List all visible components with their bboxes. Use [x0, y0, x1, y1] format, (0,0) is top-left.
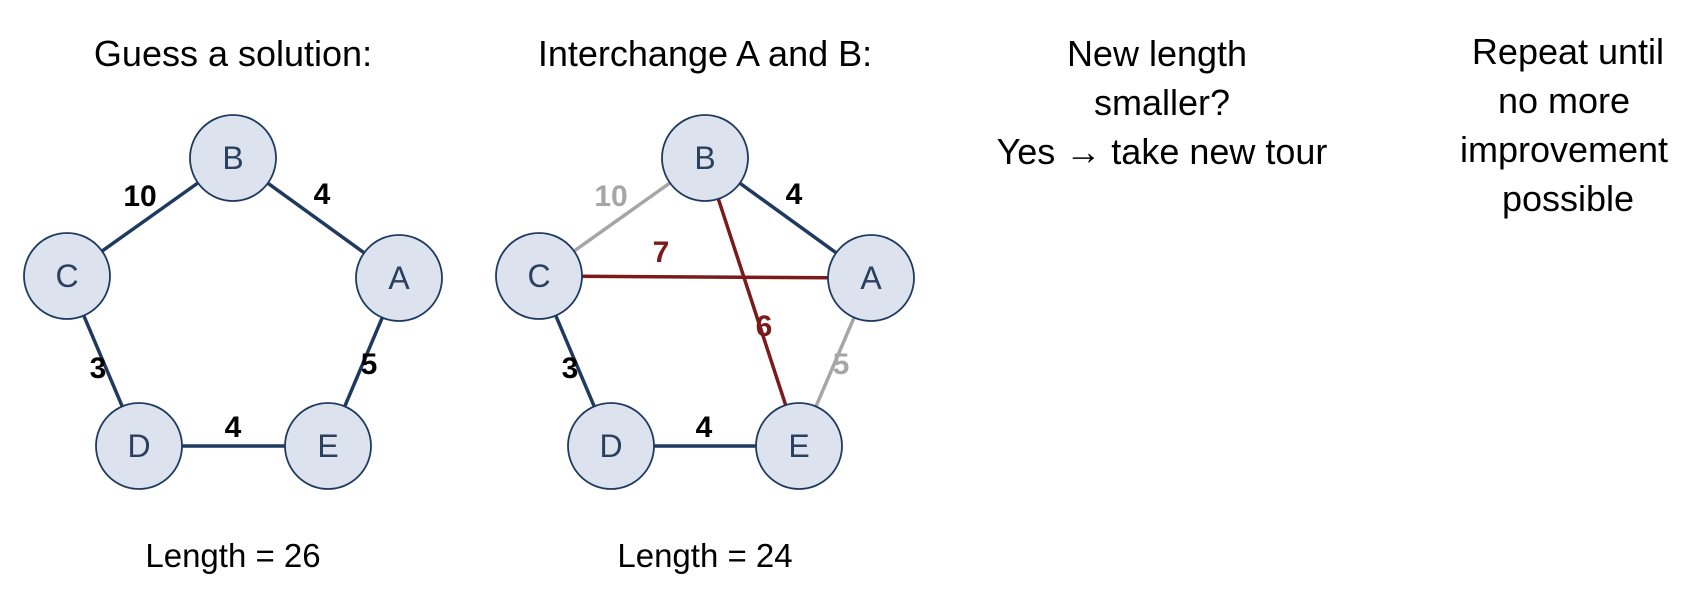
step-compare-line1: New length — [1067, 33, 1247, 74]
panel-interchange-nodes: B C A D E — [495, 114, 915, 490]
node-c: C — [495, 232, 583, 320]
node-circle-d — [567, 402, 655, 490]
edge-weight-a-e: 5 — [833, 348, 850, 381]
node-b: B — [661, 114, 749, 202]
node-circle-e — [755, 402, 843, 490]
edge-weight-c-b: 10 — [594, 180, 627, 213]
step-compare-line2: smaller? — [1094, 82, 1230, 123]
panel-guess-weights: 10 4 3 5 4 — [90, 178, 378, 444]
node-label-e: E — [788, 428, 809, 464]
node-e: E — [755, 402, 843, 490]
edge-weight-c-b: 10 — [123, 180, 156, 213]
node-label-c: C — [527, 258, 550, 294]
node-circle-b — [189, 114, 277, 202]
panel-guess: Guess a solution: 10 4 3 5 4 B C A D E Length = … — [23, 33, 443, 574]
edge-weight-d-e: 4 — [225, 411, 242, 444]
node-circle-a — [355, 234, 443, 322]
panel-interchange: Interchange A and B: 10 4 3 5 4 7 6 B C A D E Leng… — [495, 33, 915, 574]
step-repeat-line2: no more — [1498, 80, 1630, 121]
node-label-b: B — [222, 140, 243, 176]
node-label-c: C — [55, 258, 78, 294]
edge-weight-b-e: 6 — [756, 310, 773, 343]
node-d: D — [95, 402, 183, 490]
edge-c-a — [538, 274, 872, 280]
node-e: E — [284, 402, 372, 490]
edge-weight-c-d: 3 — [562, 352, 579, 385]
panel-guess-nodes: B C A D E — [23, 114, 443, 490]
node-a: A — [827, 234, 915, 322]
edge-weight-c-d: 3 — [90, 352, 107, 385]
step-compare-line3: Yes → take new tour — [997, 131, 1328, 172]
edge-b-e — [703, 157, 801, 447]
step-repeat-line1: Repeat until — [1472, 31, 1664, 72]
step-repeat: Repeat until no more improvement possibl… — [1460, 31, 1668, 219]
node-c: C — [23, 232, 111, 320]
node-circle-e — [284, 402, 372, 490]
panel-guess-title: Guess a solution: — [94, 33, 372, 74]
node-label-e: E — [317, 428, 338, 464]
edge-weight-b-a: 4 — [314, 178, 331, 211]
node-circle-c — [23, 232, 111, 320]
step-repeat-line4: possible — [1502, 178, 1634, 219]
node-label-b: B — [694, 140, 715, 176]
node-label-d: D — [599, 428, 622, 464]
node-circle-a — [827, 234, 915, 322]
step-repeat-line3: improvement — [1460, 129, 1668, 170]
edge-weight-a-e: 5 — [361, 348, 378, 381]
edge-weight-b-a: 4 — [786, 178, 803, 211]
node-d: D — [567, 402, 655, 490]
node-label-a: A — [860, 260, 882, 296]
panel-interchange-length: Length = 24 — [617, 537, 792, 574]
panel-guess-length: Length = 26 — [145, 537, 320, 574]
node-label-a: A — [388, 260, 410, 296]
panel-interchange-weights: 10 4 3 5 4 7 6 — [562, 178, 850, 444]
node-a: A — [355, 234, 443, 322]
panel-interchange-title: Interchange A and B: — [538, 33, 872, 74]
node-circle-c — [495, 232, 583, 320]
node-circle-b — [661, 114, 749, 202]
step-compare: New length smaller? Yes → take new tour — [997, 33, 1328, 172]
node-circle-d — [95, 402, 183, 490]
node-b: B — [189, 114, 277, 202]
edge-weight-c-a: 7 — [653, 236, 670, 269]
node-label-d: D — [127, 428, 150, 464]
edge-weight-d-e: 4 — [696, 411, 713, 444]
